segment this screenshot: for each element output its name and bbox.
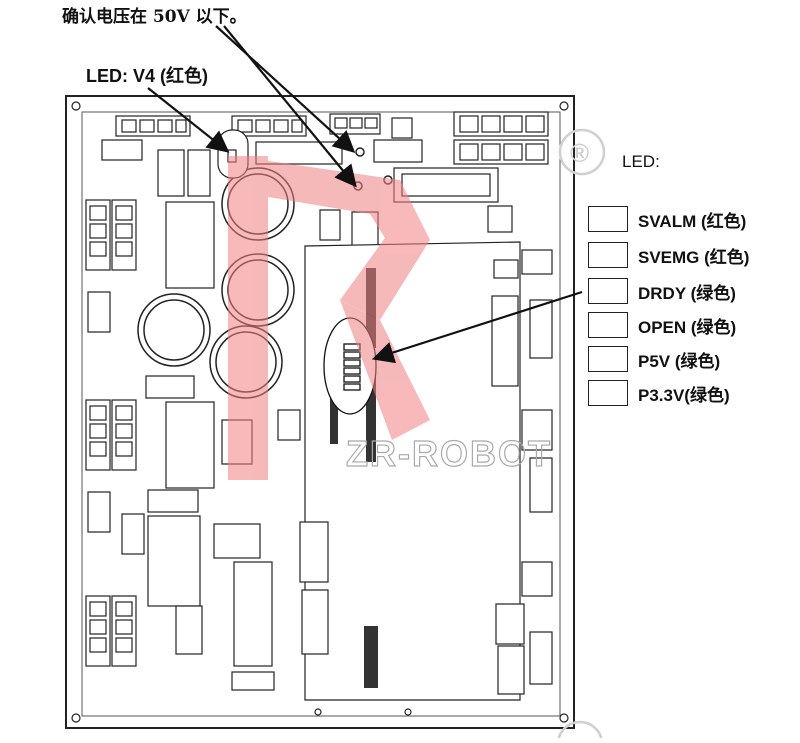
legend-label: SVALM (红色) [638, 211, 747, 231]
watermark-text: ZR-ROBOT [346, 433, 552, 474]
legend-swatch [588, 242, 628, 268]
legend-swatch [588, 346, 628, 372]
led-legend-heading: LED: [622, 152, 660, 171]
annotation-arrows [147, 25, 583, 364]
legend-item-p3v3: P3.3V(绿色) [588, 378, 730, 408]
top-connectors [101, 111, 549, 203]
legend-label: DRDY (绿色) [638, 283, 736, 303]
legend-label: SVEMG (红色) [638, 247, 750, 267]
board-inner-outline [81, 111, 561, 717]
arrow-led-cluster [371, 290, 583, 364]
legend-swatch [588, 206, 628, 232]
voltage-note: 确认电压在 50V 以下。 [62, 7, 247, 27]
legend-swatch [588, 312, 628, 338]
svg-text:®: ® [570, 138, 589, 168]
led-v4-label: LED: V4 (红色) [86, 66, 209, 86]
legend-item-drdy: DRDY (绿色) [588, 276, 736, 306]
legend-label: P5V (绿色) [638, 351, 721, 371]
arrow-led-v4 [147, 87, 230, 153]
registered-mark-icon: ® [558, 128, 606, 176]
legend-item-p5v: P5V (绿色) [588, 344, 720, 374]
legend-item-svalm: SVALM (红色) [588, 204, 746, 234]
arrow-voltage-1 [215, 25, 356, 153]
mounting-holes [71, 101, 569, 723]
legend-item-svemg: SVEMG (红色) [588, 240, 749, 270]
left-connectors [85, 199, 137, 667]
legend-label: P3.3V(绿色) [638, 385, 730, 405]
watermark-logo [228, 156, 430, 480]
legend-label: OPEN (绿色) [638, 317, 737, 337]
arrow-voltage-2 [223, 25, 357, 188]
legend-swatch [588, 380, 628, 406]
legend-swatch [588, 278, 628, 304]
legend-item-open: OPEN (绿色) [588, 310, 736, 340]
